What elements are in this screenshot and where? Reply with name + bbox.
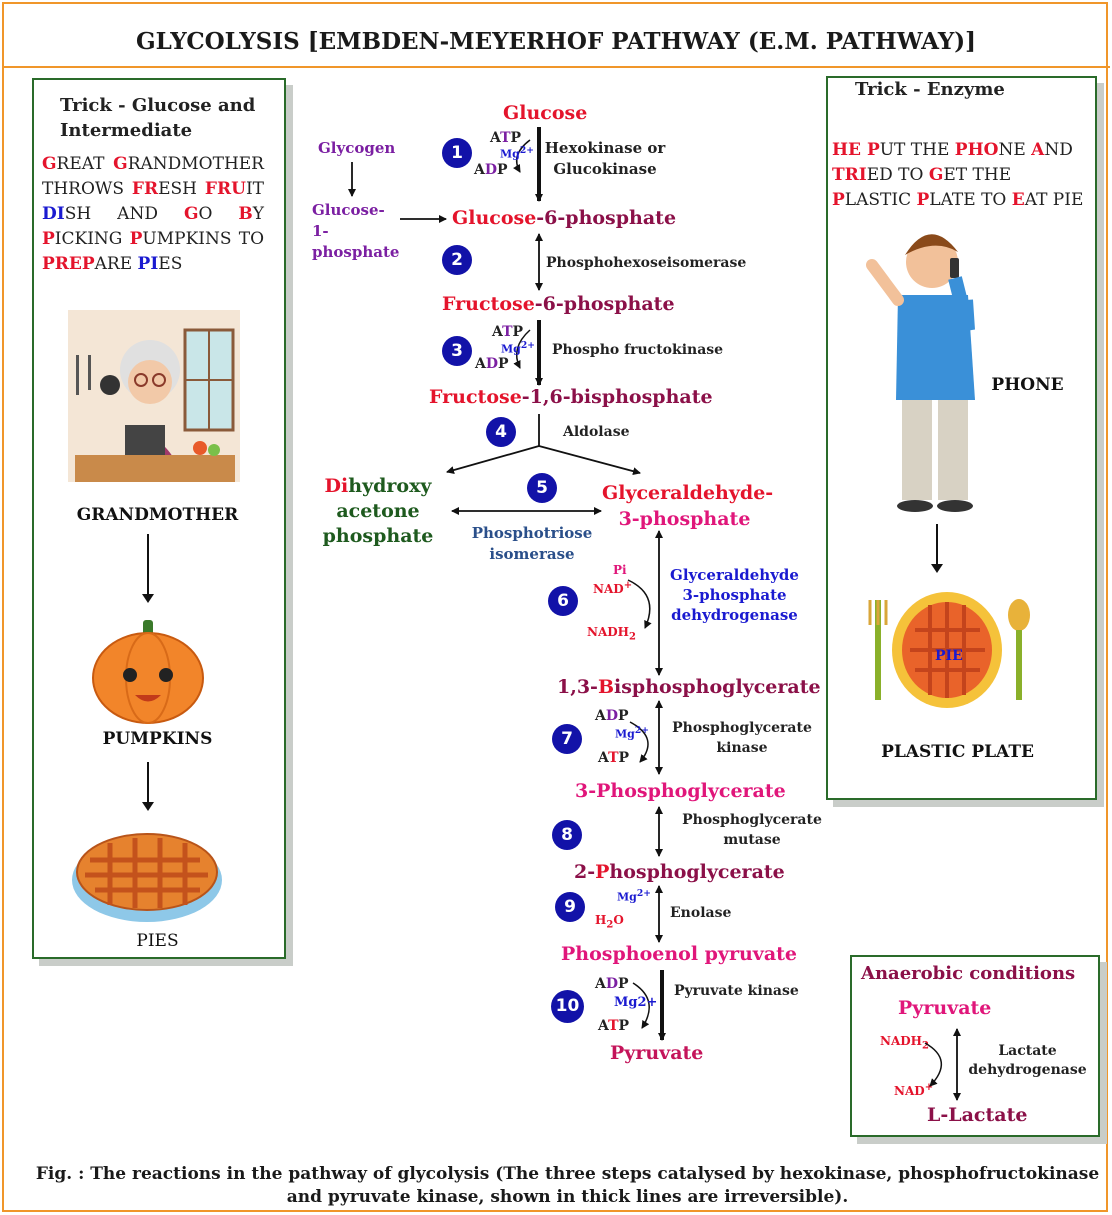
node-glucose-1-phosphate: Glucose-1-phosphate xyxy=(312,201,400,261)
node-3-phosphoglycerate: 3-Phosphoglycerate xyxy=(575,780,786,802)
s1-adp: ADP xyxy=(474,162,508,178)
step-4-badge: 4 xyxy=(486,417,516,447)
phone-label: PHONE xyxy=(991,375,1064,395)
enzyme-phosphoglycerate-mutase: Phosphoglycerate mutase xyxy=(682,812,822,848)
node-pep: Phosphoenol pyruvate xyxy=(561,943,798,965)
s7-adp: ADP xyxy=(595,708,629,724)
pies-label: PIES xyxy=(136,931,179,951)
s9-mg: Mg2+ xyxy=(617,888,651,904)
enzyme-gapdh: Glyceraldehyde 3-phosphate dehydrogenase xyxy=(670,566,799,624)
node-glycogen: Glycogen xyxy=(318,139,396,157)
enzyme-pyruvate-kinase: Pyruvate kinase xyxy=(674,983,799,999)
s10-mg: Mg2+ xyxy=(614,995,658,1010)
step-7-badge: 7 xyxy=(552,724,582,754)
node-glucose: Glucose xyxy=(503,102,588,124)
right-mnemonic: HE PUT THE PHONE AND TRIED TO GET THE PL… xyxy=(832,140,1084,210)
s6-nadh2: NADH2 xyxy=(587,625,636,643)
enzyme-phosphoglycerate-kinase: Phosphoglycerate kinase xyxy=(672,720,812,756)
grandmother-label: GRANDMOTHER xyxy=(76,505,239,525)
anaerobic-panel xyxy=(850,955,1100,1137)
right-panel-heading: Trick - Enzyme xyxy=(855,79,1005,100)
left-mnemonic: GREAT GRANDMOTHER THROWS FRESH FRUIT DIS… xyxy=(42,154,265,274)
s7-atp: ATP xyxy=(598,750,630,766)
node-dhap: Dihydroxy acetone phosphate xyxy=(322,475,434,547)
s10-atp: ATP xyxy=(598,1018,630,1034)
s6-nad: NAD+ xyxy=(593,580,633,596)
node-fructose-6-phosphate: Fructose-6-phosphate xyxy=(442,293,675,315)
s9-h2o: H2O xyxy=(595,913,624,931)
anaerobic-nad: NAD+ xyxy=(894,1082,934,1098)
enzyme-phosphohexoseisomerase: Phosphohexoseisomerase xyxy=(546,255,747,271)
step-8-badge: 8 xyxy=(552,820,582,850)
node-g3p: Glyceraldehyde- 3-phosphate xyxy=(602,482,774,530)
anaerobic-heading: Anaerobic conditions xyxy=(861,963,1076,984)
s7-mg: Mg2+ xyxy=(615,725,649,741)
left-panel-heading: Trick - Glucose and Intermediate xyxy=(60,95,256,141)
step-9-badge: 9 xyxy=(555,892,585,922)
anaerobic-pyruvate: Pyruvate xyxy=(898,997,992,1019)
plastic-plate-label: PLASTIC PLATE xyxy=(881,742,1034,762)
node-pyruvate: Pyruvate xyxy=(610,1042,704,1064)
node-glucose-6-phosphate: Glucose-6-phosphate xyxy=(452,207,677,229)
enzyme-hexokinase: Hexokinase or Glucokinase xyxy=(544,139,666,178)
figure-caption: Fig. : The reactions in the pathway of g… xyxy=(35,1164,1100,1207)
step-2-badge: 2 xyxy=(442,245,472,275)
enzyme-enolase: Enolase xyxy=(670,905,732,921)
page-title: GLYCOLYSIS [EMBDEN-MEYERHOF PATHWAY (E.M… xyxy=(135,28,977,55)
s1-atp: ATP xyxy=(490,130,522,146)
node-13-bisphosphoglycerate: 1,3-Bisphosphoglycerate xyxy=(557,676,821,698)
s3-mg: Mg2+ xyxy=(501,340,535,356)
node-fructose-16-bisphosphate: Fructose-1,6-bisphosphate xyxy=(429,386,713,408)
left-trick-panel xyxy=(32,78,286,959)
s6-pi: Pi xyxy=(613,563,627,577)
step-1-badge: 1 xyxy=(442,138,472,168)
step-10-badge: 10 xyxy=(551,990,584,1023)
s10-adp: ADP xyxy=(595,976,629,992)
step-3-badge: 3 xyxy=(442,336,472,366)
plate-pie-text: PIE xyxy=(935,648,963,664)
step-6-badge: 6 xyxy=(548,586,578,616)
title-divider xyxy=(2,66,1110,68)
s1-mg: Mg2+ xyxy=(500,145,534,161)
step-5-badge: 5 xyxy=(527,473,557,503)
pumpkins-label: PUMPKINS xyxy=(102,729,213,749)
s3-atp: ATP xyxy=(492,324,524,340)
enzyme-aldolase: Aldolase xyxy=(563,424,630,440)
anaerobic-lactate: L-Lactate xyxy=(927,1104,1028,1126)
enzyme-phosphofructokinase: Phospho fructokinase xyxy=(552,342,724,358)
anaerobic-nadh2: NADH2 xyxy=(880,1034,929,1052)
enzyme-phosphotriose-isomerase: Phosphotriose isomerase xyxy=(471,524,593,563)
ldh-enzyme: Lactate dehydrogenase xyxy=(968,1043,1087,1078)
node-2-phosphoglycerate: 2-Phosphoglycerate xyxy=(574,861,785,883)
s3-adp: ADP xyxy=(475,356,509,372)
